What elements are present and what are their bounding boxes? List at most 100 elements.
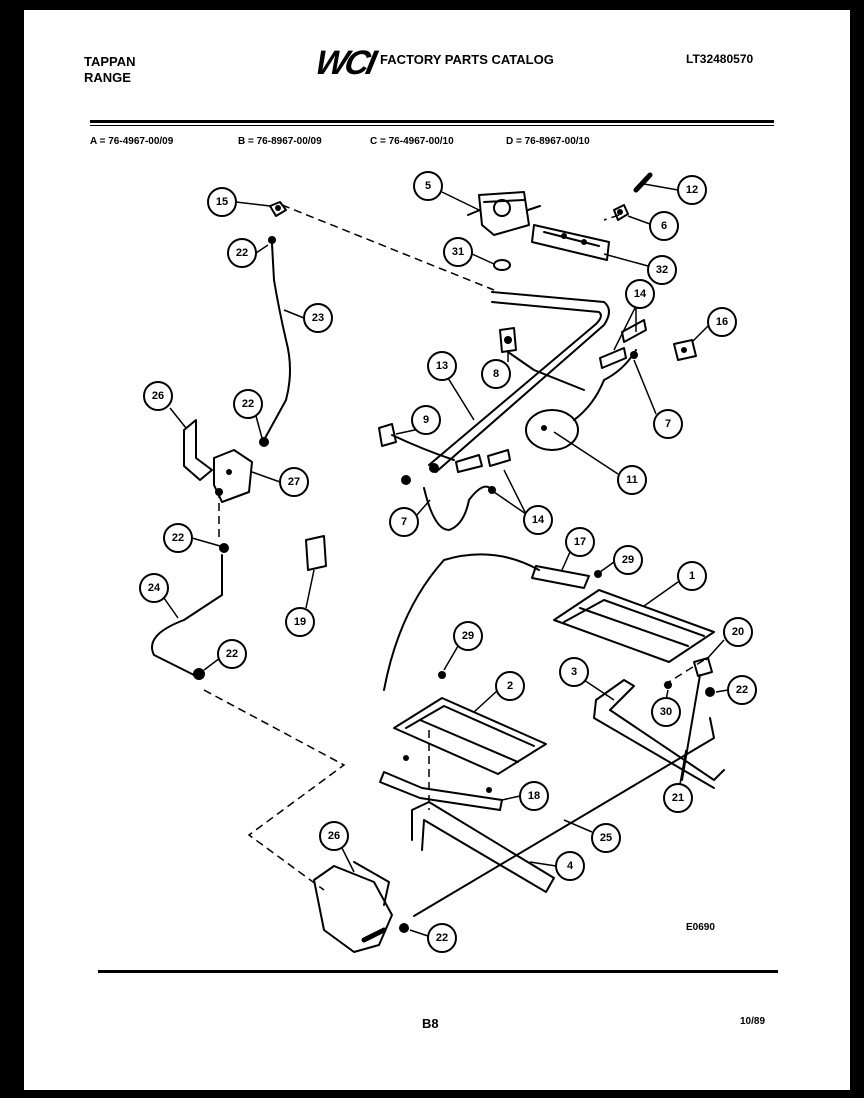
callout-26-upper: 26: [143, 381, 187, 429]
callout-7-lower: 7: [389, 499, 431, 537]
svg-text:4: 4: [567, 860, 574, 872]
callout-25: 25: [563, 819, 621, 853]
callout-4: 4: [529, 851, 585, 881]
svg-text:19: 19: [294, 616, 306, 628]
model-number-a: A = 76-4967-00/09: [90, 136, 174, 147]
svg-text:14: 14: [532, 514, 545, 526]
catalog-title: FACTORY PARTS CATALOG: [380, 52, 554, 67]
callout-21: 21: [663, 749, 693, 813]
part-27-oven-valve: [213, 449, 253, 503]
svg-text:8: 8: [493, 368, 499, 380]
part-22-fitting-right: [705, 687, 715, 697]
part-25-gas-tube: [413, 717, 715, 917]
callout-13: 13: [427, 351, 475, 421]
svg-text:7: 7: [401, 516, 407, 528]
part-1-burner: [553, 589, 715, 663]
svg-text:22: 22: [436, 932, 448, 944]
model-number-c: C = 76-4967-00/10: [370, 136, 454, 147]
part-4-burner-tube: [411, 801, 555, 893]
part-16-connector: [673, 339, 697, 361]
diagram-code: E0690: [686, 922, 715, 933]
callout-19: 19: [285, 569, 315, 637]
part-11-thermocouple: [525, 349, 637, 451]
part-6-orifice-hood: [613, 204, 629, 221]
callout-20: 20: [705, 617, 753, 661]
part-18-bracket: [379, 755, 503, 811]
svg-text:17: 17: [574, 536, 586, 548]
part-13-manifold-pipe: [428, 291, 610, 473]
part-30-spud: [664, 681, 672, 689]
svg-text:26: 26: [328, 830, 340, 842]
callout-27: 27: [251, 467, 309, 497]
callout-9: 9: [395, 405, 441, 435]
callout-12: 12: [643, 175, 707, 205]
svg-text:15: 15: [216, 196, 228, 208]
svg-text:22: 22: [226, 648, 238, 660]
part-21-pilot-tube: [681, 674, 701, 781]
callout-1: 1: [643, 561, 707, 607]
part-8-valve: [499, 327, 585, 391]
callout-23: 23: [283, 303, 333, 333]
callout-22-tube-end: 22: [203, 639, 247, 671]
svg-text:7: 7: [665, 418, 671, 430]
part-26-oven-valve: [313, 861, 409, 953]
callout-22-bottom: 22: [409, 923, 457, 953]
document-number: LT32480570: [686, 52, 754, 66]
callout-32: 32: [603, 253, 677, 285]
footer-rule: [98, 970, 778, 973]
date-code: 10/89: [740, 1016, 766, 1027]
callout-31: 31: [443, 237, 495, 267]
callout-11: 11: [553, 431, 647, 495]
page-code: B8: [422, 1016, 439, 1031]
svg-text:9: 9: [423, 414, 429, 426]
callout-29-lower: 29: [443, 621, 483, 671]
callout-16: 16: [691, 307, 737, 343]
callout-8: 8: [481, 350, 511, 389]
part-24-gas-tube: [151, 543, 229, 680]
part-15-elbow-fitting: [269, 201, 287, 217]
callout-14-lower: 14: [493, 469, 553, 535]
part-9-ignitor-wire: [378, 423, 455, 461]
svg-text:29: 29: [462, 630, 474, 642]
callout-17: 17: [561, 527, 595, 571]
brand-name: TAPPAN: [84, 54, 136, 69]
callout-22-valve-top: 22: [163, 523, 221, 553]
svg-text:22: 22: [236, 247, 248, 259]
callout-30: 30: [651, 689, 681, 727]
header-rule-thin: [90, 125, 774, 126]
part-14-upper-ignitors: [599, 319, 647, 369]
svg-text:29: 29: [622, 554, 634, 566]
svg-text:13: 13: [436, 360, 448, 372]
svg-text:20: 20: [732, 626, 744, 638]
callout-7-upper: 7: [633, 359, 683, 439]
part-2-burner: [393, 697, 547, 775]
svg-text:31: 31: [452, 246, 464, 258]
svg-text:21: 21: [672, 792, 684, 804]
exploded-parts-diagram: 15 22 23 5 31 12 6 32 14 16 13: [139, 171, 757, 953]
part-12-screw: [633, 172, 653, 193]
svg-text:30: 30: [660, 706, 672, 718]
part-3-burner-tube: [593, 679, 725, 789]
model-number-d: D = 76-8967-00/10: [506, 136, 590, 147]
svg-text:22: 22: [242, 398, 254, 410]
svg-text:14: 14: [634, 288, 647, 300]
svg-text:12: 12: [686, 184, 698, 196]
svg-text:16: 16: [716, 316, 728, 328]
svg-text:11: 11: [626, 474, 638, 486]
svg-text:27: 27: [288, 476, 300, 488]
callout-26-lower: 26: [319, 821, 355, 873]
svg-text:26: 26: [152, 390, 164, 402]
callout-22-oven-valve: 22: [233, 389, 263, 439]
svg-text:3: 3: [571, 666, 577, 678]
callout-2: 2: [473, 671, 525, 713]
callout-14-upper: 14: [613, 279, 655, 351]
svg-text:1: 1: [689, 570, 695, 582]
callout-18: 18: [501, 781, 549, 811]
part-23-gas-tube: [259, 236, 291, 447]
callout-3: 3: [559, 657, 615, 701]
part-19-clip: [305, 535, 327, 571]
callout-22-right: 22: [715, 675, 757, 705]
part-5-pressure-regulator: [467, 191, 541, 271]
callout-22: 22: [227, 238, 269, 268]
header-rule: [90, 120, 774, 123]
